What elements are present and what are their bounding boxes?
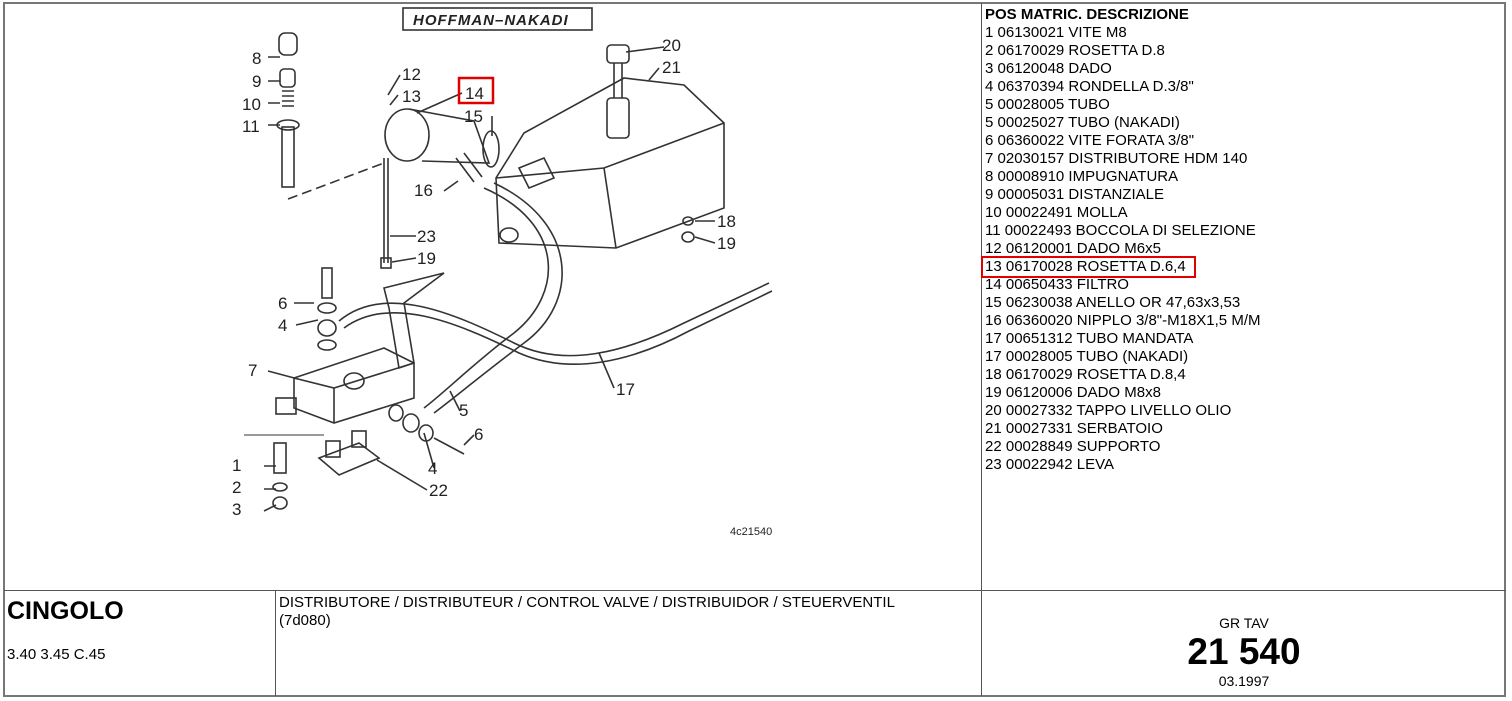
callout: 6 [278,294,287,313]
parts-list-row: 5 00028005 TUBO [985,96,1506,114]
parts-list-row: 17 00028005 TUBO (NAKADI) [985,348,1506,366]
callout: 2 [232,478,241,497]
part-text: 9 00005031 DISTANZIALE [985,186,1164,203]
parts-list-row: 9 00005031 DISTANZIALE [985,186,1506,204]
parts-list-row: 21 00027331 SERBATOIO [985,420,1506,438]
part-text: 20 00027332 TAPPO LIVELLO OLIO [985,402,1232,419]
callout: 9 [252,72,261,91]
group-description: DISTRIBUTORE / DISTRIBUTEUR / CONTROL VA… [279,594,895,611]
parts-list: POS MATRIC. DESCRIZIONE 1 06130021 VITE … [981,3,1506,590]
brand-label: HOFFMAN–NAKADI [413,12,569,29]
callout: 17 [616,380,635,399]
parts-list-row: 11 00022493 BOCCOLA DI SELEZIONE [985,222,1506,240]
group-code: (7d080) [279,612,331,629]
callout: 3 [232,500,241,519]
part-text: 3 06120048 DADO [985,60,1112,77]
machine-models: 3.40 3.45 C.45 [7,646,106,663]
part-text: 21 00027331 SERBATOIO [985,420,1163,437]
callout: 15 [464,107,483,126]
part-text: 14 00650433 FILTRO [985,276,1129,293]
parts-list-row: 13 06170028 ROSETTA D.6,4 [981,256,1506,278]
callout: 18 [717,212,736,231]
parts-diagram: HOFFMAN–NAKADI 8 9 10 11 12 13 14 15 16 … [232,7,773,538]
group-label: GR TAV [1219,615,1269,631]
drawing-code: 4c21540 [730,526,772,538]
revision-date: 03.1997 [1218,673,1270,689]
callout: 20 [662,36,681,55]
parts-list-row: 23 00022942 LEVA [985,456,1506,474]
callout: 21 [662,58,681,77]
part-text: 5 00025027 TUBO (NAKADI) [985,114,1180,131]
callout: 5 [459,401,468,420]
part-text: 16 06360020 NIPPLO 3/8"-M18X1,5 M/M [985,312,1261,329]
callout: 13 [402,87,421,106]
highlighted-part-text: 13 06170028 ROSETTA D.6,4 [981,256,1196,278]
part-text: 10 00022491 MOLLA [985,204,1128,221]
callout: 22 [429,481,448,500]
table-number-cell: GR TAV 21 540 03.1997 [981,590,1506,696]
callout: 10 [242,95,261,114]
parts-list-row: 7 02030157 DISTRIBUTORE HDM 140 [985,150,1506,168]
callout: 23 [417,227,436,246]
part-text: 5 00028005 TUBO [985,96,1110,113]
parts-list-header: POS MATRIC. DESCRIZIONE [985,6,1189,23]
part-text: 23 00022942 LEVA [985,456,1115,473]
part-text: 7 02030157 DISTRIBUTORE HDM 140 [985,150,1248,167]
parts-list-row: 14 00650433 FILTRO [985,276,1506,294]
callout: 16 [414,181,433,200]
parts-list-row: 22 00028849 SUPPORTO [985,438,1506,456]
parts-list-row: 8 00008910 IMPUGNATURA [985,168,1506,186]
callout-highlighted: 14 [465,84,484,103]
parts-list-row: 12 06120001 DADO M6x5 [985,240,1506,258]
callout-labels: 8 9 10 11 12 13 14 15 16 20 21 18 19 23 … [232,36,736,519]
part-text: 8 00008910 IMPUGNATURA [985,168,1179,185]
part-text: 22 00028849 SUPPORTO [985,438,1161,455]
parts-list-row: 6 06360022 VITE FORATA 3/8" [985,132,1506,150]
part-text: 4 06370394 RONDELLA D.3/8" [985,78,1194,95]
callout: 1 [232,456,241,475]
parts-list-row: 10 00022491 MOLLA [985,204,1506,222]
part-text: 19 06120006 DADO M8x8 [985,384,1161,401]
description-cell: DISTRIBUTORE / DISTRIBUTEUR / CONTROL VA… [275,590,981,696]
callout: 11 [242,117,260,136]
exploded-parts-drawing: HOFFMAN–NAKADI 8 9 10 11 12 13 14 15 16 … [4,3,981,590]
parts-list-row: 5 00025027 TUBO (NAKADI) [985,114,1506,132]
parts-list-row: 1 06130021 VITE M8 [985,24,1506,42]
callout: 4 [428,459,437,478]
callout: 19 [417,249,436,268]
parts-list-row: 4 06370394 RONDELLA D.3/8" [985,78,1506,96]
part-text: 18 06170029 ROSETTA D.8,4 [985,366,1186,383]
group-number: 21 540 [1187,631,1301,672]
callout: 19 [717,234,736,253]
part-text: 17 00028005 TUBO (NAKADI) [985,348,1189,365]
part-text: 17 00651312 TUBO MANDATA [985,330,1194,347]
parts-list-row: 18 06170029 ROSETTA D.8,4 [985,366,1506,384]
parts-list-row: 20 00027332 TAPPO LIVELLO OLIO [985,402,1506,420]
callout-highlight-box [457,76,495,105]
part-text: 12 06120001 DADO M6x5 [985,240,1161,257]
parts-list-row: 16 06360020 NIPPLO 3/8"-M18X1,5 M/M [985,312,1506,330]
callout: 12 [402,65,421,84]
parts-list-row: 19 06120006 DADO M8x8 [985,384,1506,402]
part-text: 11 00022493 BOCCOLA DI SELEZIONE [985,222,1256,239]
part-text: 1 06130021 VITE M8 [985,24,1127,41]
part-text: 6 06360022 VITE FORATA 3/8" [985,132,1195,149]
callout: 6 [474,425,483,444]
machine-info: CINGOLO 3.40 3.45 C.45 [4,590,275,696]
part-text: 15 06230038 ANELLO OR 47,63x3,53 [985,294,1241,311]
callout: 4 [278,316,287,335]
parts-list-row: 17 00651312 TUBO MANDATA [985,330,1506,348]
parts-list-row: 3 06120048 DADO [985,60,1506,78]
parts-list-row: 15 06230038 ANELLO OR 47,63x3,53 [985,294,1506,312]
page-frame [3,2,1506,697]
callout: 8 [252,49,261,68]
callout: 7 [248,361,257,380]
parts-list-row: 2 06170029 ROSETTA D.8 [985,42,1506,60]
part-text: 2 06170029 ROSETTA D.8 [985,42,1165,59]
machine-title: CINGOLO [7,597,124,625]
